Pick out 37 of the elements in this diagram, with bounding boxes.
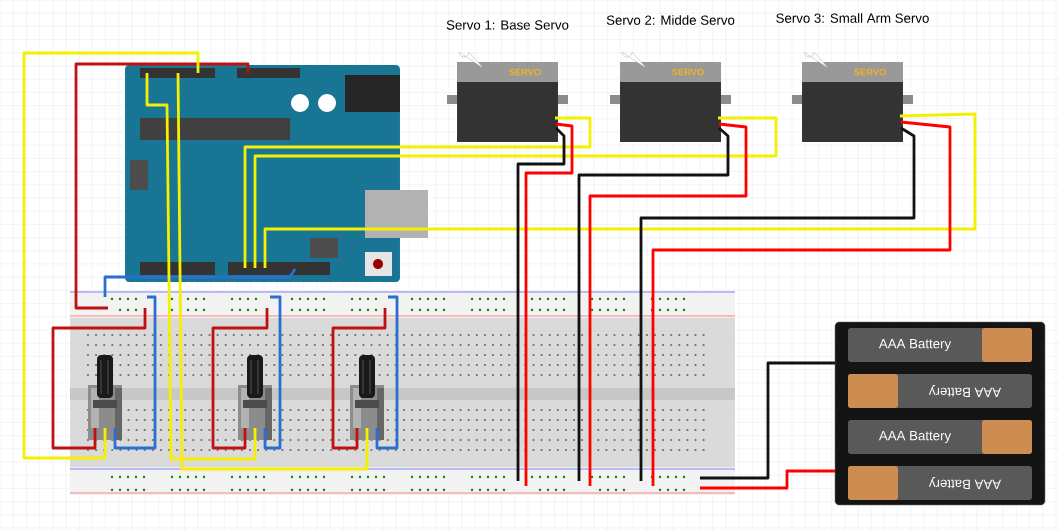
battery-cell: AAA Battery	[848, 466, 1032, 500]
wire	[700, 361, 835, 480]
potentiometer-drawing	[350, 355, 384, 440]
battery-cell: AAA Battery	[848, 374, 1032, 408]
wire	[651, 120, 952, 486]
wire	[176, 73, 369, 471]
wire	[51, 308, 147, 450]
servo-label: Servo 2: Midde Servo	[606, 15, 735, 25]
wire	[588, 122, 748, 486]
microcontroller-board-drawing	[125, 65, 428, 282]
wire	[331, 308, 387, 450]
wire	[263, 112, 977, 268]
battery-cell: AAA Battery	[848, 328, 1032, 362]
wire	[253, 116, 778, 268]
wire	[74, 62, 250, 310]
wire	[211, 308, 269, 450]
servo-drawing: SERVO	[447, 51, 568, 142]
wire	[639, 126, 916, 481]
wire	[145, 73, 257, 461]
servo-label: Servo 1: Base Servo	[446, 20, 569, 30]
wire	[22, 51, 200, 460]
wire	[577, 126, 730, 481]
wire	[103, 268, 297, 297]
potentiometer-drawing	[238, 355, 272, 440]
wire	[375, 295, 399, 450]
wire	[263, 295, 282, 450]
wire	[516, 127, 566, 481]
breadboard-drawing	[69, 290, 736, 495]
servo-label: Servo 3: Small Arm Servo	[776, 13, 929, 23]
potentiometer-drawing	[88, 355, 122, 440]
battery-cell: AAA Battery	[848, 420, 1032, 454]
servo-drawing: SERVO	[792, 51, 913, 142]
wire	[700, 469, 835, 490]
wire	[243, 116, 592, 268]
servo-drawing: SERVO	[610, 51, 731, 142]
wire	[113, 295, 157, 450]
wire	[524, 122, 574, 486]
